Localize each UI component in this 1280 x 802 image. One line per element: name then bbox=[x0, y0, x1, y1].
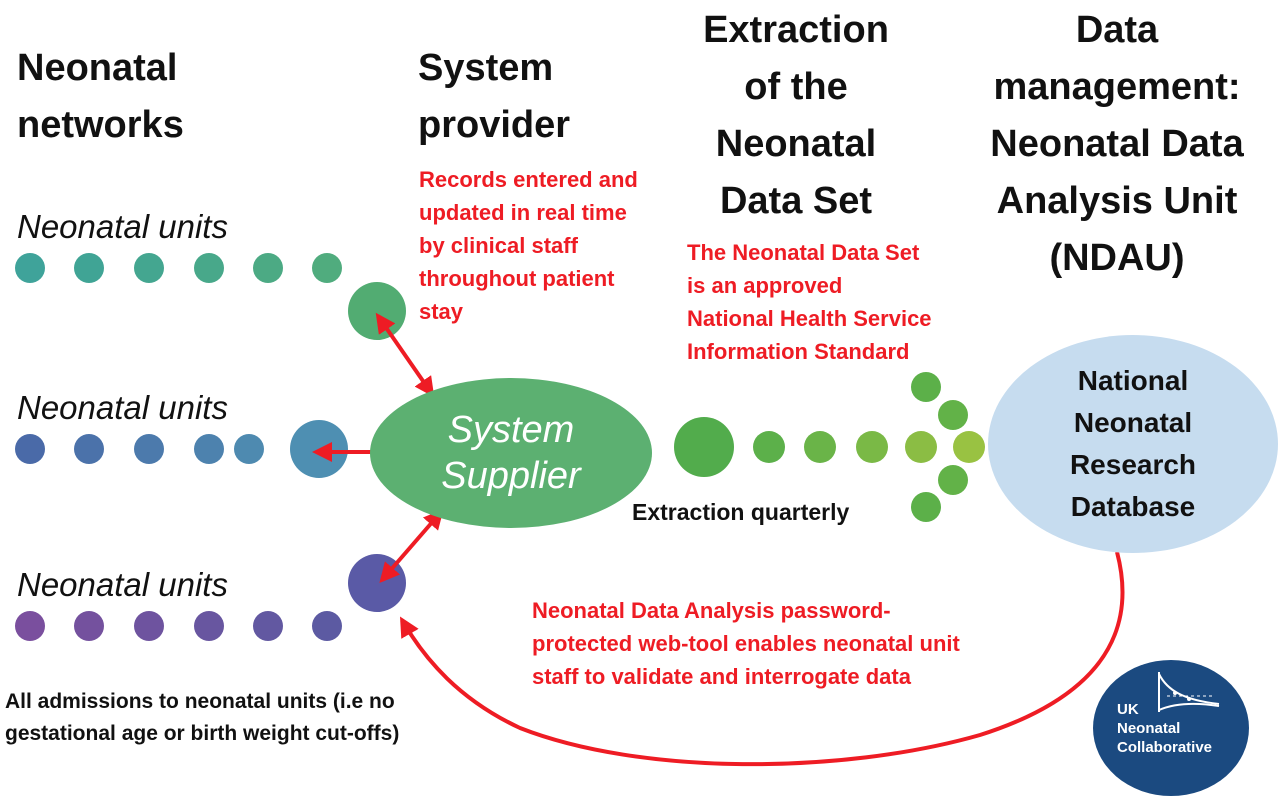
database-line: Database bbox=[1070, 491, 1196, 522]
header-line: Neonatal Data bbox=[990, 123, 1244, 165]
unit-dot bbox=[15, 611, 45, 641]
supplier-line: System bbox=[447, 409, 575, 451]
extraction-dot bbox=[938, 465, 968, 495]
research-database-node: National Neonatal Research Database bbox=[988, 335, 1278, 553]
arrow-network-3-supplier bbox=[379, 508, 444, 584]
note-line: National Health Service bbox=[687, 306, 932, 331]
unit-dot bbox=[15, 253, 45, 283]
unit-dots-row-2 bbox=[15, 420, 348, 478]
extraction-dot bbox=[905, 431, 937, 463]
header-neonatal-networks: Neonatal networks bbox=[17, 45, 184, 148]
header-data-management: Data management: Neonatal Data Analysis … bbox=[962, 2, 1272, 287]
extraction-dot bbox=[911, 372, 941, 402]
unit-dot bbox=[74, 434, 104, 464]
note-line: The Neonatal Data Set bbox=[687, 240, 920, 265]
unit-dot bbox=[312, 253, 342, 283]
arrow-network-1-supplier bbox=[375, 312, 435, 398]
note-line: staff to validate and interrogate data bbox=[532, 664, 911, 689]
network-hub-1 bbox=[348, 282, 406, 340]
header-line: System bbox=[418, 47, 554, 89]
header-line: management: bbox=[993, 66, 1241, 108]
uk-neonatal-collaborative-logo: UK Neonatal Collaborative bbox=[1093, 660, 1249, 796]
header-line: (NDAU) bbox=[1049, 237, 1185, 279]
unit-dot bbox=[15, 434, 45, 464]
unit-dot bbox=[194, 253, 224, 283]
unit-dot bbox=[134, 434, 164, 464]
header-line: Data bbox=[1075, 9, 1159, 51]
extraction-dot bbox=[953, 431, 985, 463]
note-line: All admissions to neonatal units (i.e no bbox=[5, 690, 395, 713]
supplier-line: Supplier bbox=[441, 455, 581, 497]
logo-text: UK Neonatal Collaborative bbox=[1117, 700, 1212, 757]
header-line: Extraction bbox=[703, 9, 889, 51]
extraction-dot bbox=[804, 431, 836, 463]
header-line: Neonatal bbox=[715, 123, 877, 165]
header-line: of the bbox=[744, 66, 848, 108]
unit-dot bbox=[74, 611, 104, 641]
logo-line: Collaborative bbox=[1117, 739, 1213, 756]
extraction-dot bbox=[938, 400, 968, 430]
note-line: gestational age or birth weight cut-offs… bbox=[5, 722, 400, 745]
provider-note: Records entered and updated in real time… bbox=[419, 163, 638, 328]
dataset-note: The Neonatal Data Set is an approved Nat… bbox=[687, 236, 932, 368]
unit-dot bbox=[194, 611, 224, 641]
unit-dot bbox=[312, 611, 342, 641]
unit-dot bbox=[134, 611, 164, 641]
header-line: provider bbox=[418, 104, 571, 146]
extraction-dot bbox=[753, 431, 785, 463]
system-supplier-node: System Supplier bbox=[370, 378, 652, 528]
note-line: throughout patient bbox=[419, 266, 615, 291]
database-line: National bbox=[1077, 365, 1189, 396]
units-label-row-1: Neonatal units bbox=[17, 208, 228, 245]
note-line: protected web-tool enables neonatal unit bbox=[532, 631, 960, 656]
webtool-note: Neonatal Data Analysis password- protect… bbox=[532, 594, 960, 693]
units-label-row-2: Neonatal units bbox=[17, 389, 228, 426]
database-line: Neonatal bbox=[1073, 407, 1193, 438]
header-line: Analysis Unit bbox=[996, 180, 1238, 222]
extraction-dot bbox=[856, 431, 888, 463]
unit-dot bbox=[234, 434, 264, 464]
header-line: Neonatal bbox=[17, 47, 178, 89]
logo-line: Neonatal bbox=[1117, 720, 1181, 737]
extraction-dot-large bbox=[674, 417, 734, 477]
unit-dot bbox=[253, 611, 283, 641]
unit-dot bbox=[134, 253, 164, 283]
header-system-provider: System provider bbox=[418, 45, 570, 148]
header-extraction: Extraction of the Neonatal Data Set bbox=[676, 2, 916, 230]
database-line: Research bbox=[1069, 449, 1197, 480]
logo-line: UK bbox=[1117, 701, 1139, 718]
logo-chart-icon bbox=[1158, 672, 1220, 712]
extraction-frequency-label: Extraction quarterly bbox=[632, 499, 850, 525]
webtool-feedback-arrow bbox=[400, 551, 1125, 767]
network-hub-2 bbox=[290, 420, 348, 478]
units-label-row-3: Neonatal units bbox=[17, 566, 228, 603]
note-line: Information Standard bbox=[687, 339, 910, 364]
extraction-dots bbox=[674, 372, 985, 522]
unit-dot bbox=[253, 253, 283, 283]
note-line: stay bbox=[419, 299, 464, 324]
note-line: updated in real time bbox=[419, 200, 627, 225]
note-line: Records entered and bbox=[419, 167, 638, 192]
unit-dot bbox=[194, 434, 224, 464]
header-line: networks bbox=[17, 104, 184, 146]
extraction-dot bbox=[911, 492, 941, 522]
note-line: is an approved bbox=[687, 273, 843, 298]
unit-dots-row-1 bbox=[15, 253, 406, 340]
header-line: Data Set bbox=[719, 180, 873, 222]
admissions-note: All admissions to neonatal units (i.e no… bbox=[5, 686, 399, 750]
note-line: by clinical staff bbox=[419, 233, 578, 258]
note-line: Neonatal Data Analysis password- bbox=[532, 598, 891, 623]
unit-dot bbox=[74, 253, 104, 283]
